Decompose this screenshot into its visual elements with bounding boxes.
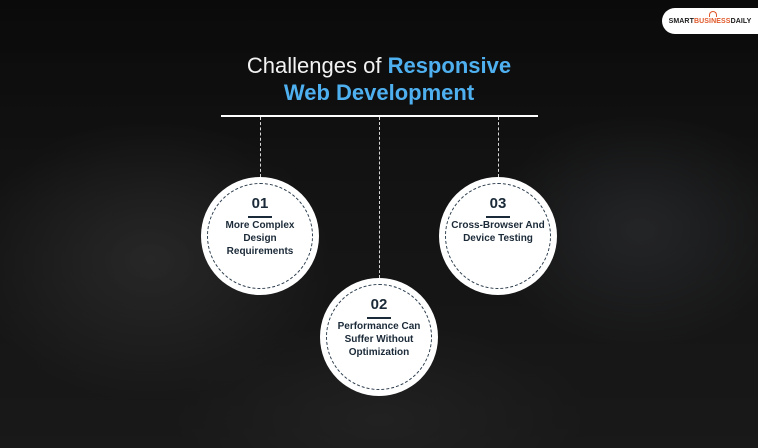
challenge-label: Cross-Browser And Device Testing [451,220,545,244]
challenge-number: 02 [370,296,388,313]
title-accent-2: Web Development [283,80,475,105]
page-title: Challenges of Responsive Web Development [0,52,758,106]
title-light: Challenges of [246,53,388,78]
number-underline [367,317,391,319]
challenge-number: 01 [251,195,269,212]
challenge-label: Performance Can Suffer Without Optimizat… [337,321,421,358]
brand-part-1: SMART [668,17,694,25]
challenge-card-3: 03 Cross-Browser And Device Testing [439,177,557,295]
number-underline [486,216,510,218]
title-divider [221,115,538,117]
dashed-ring [207,183,313,289]
number-underline [248,216,272,218]
challenge-card-2: 02 Performance Can Suffer Without Optimi… [320,278,438,396]
connector-3 [498,117,499,177]
challenge-number: 03 [489,195,507,212]
challenge-label: More Complex Design Requirements [225,220,295,257]
brand-part-2: BUSINESS [693,17,731,25]
brand-part-3: DAILY [730,17,752,25]
logo-arch-icon [709,11,717,17]
connector-2 [379,117,380,278]
challenge-card-1: 01 More Complex Design Requirements [201,177,319,295]
title-accent-1: Responsive [387,53,512,78]
dashed-ring [445,183,551,289]
connector-1 [260,117,261,177]
dashed-ring [326,284,432,390]
